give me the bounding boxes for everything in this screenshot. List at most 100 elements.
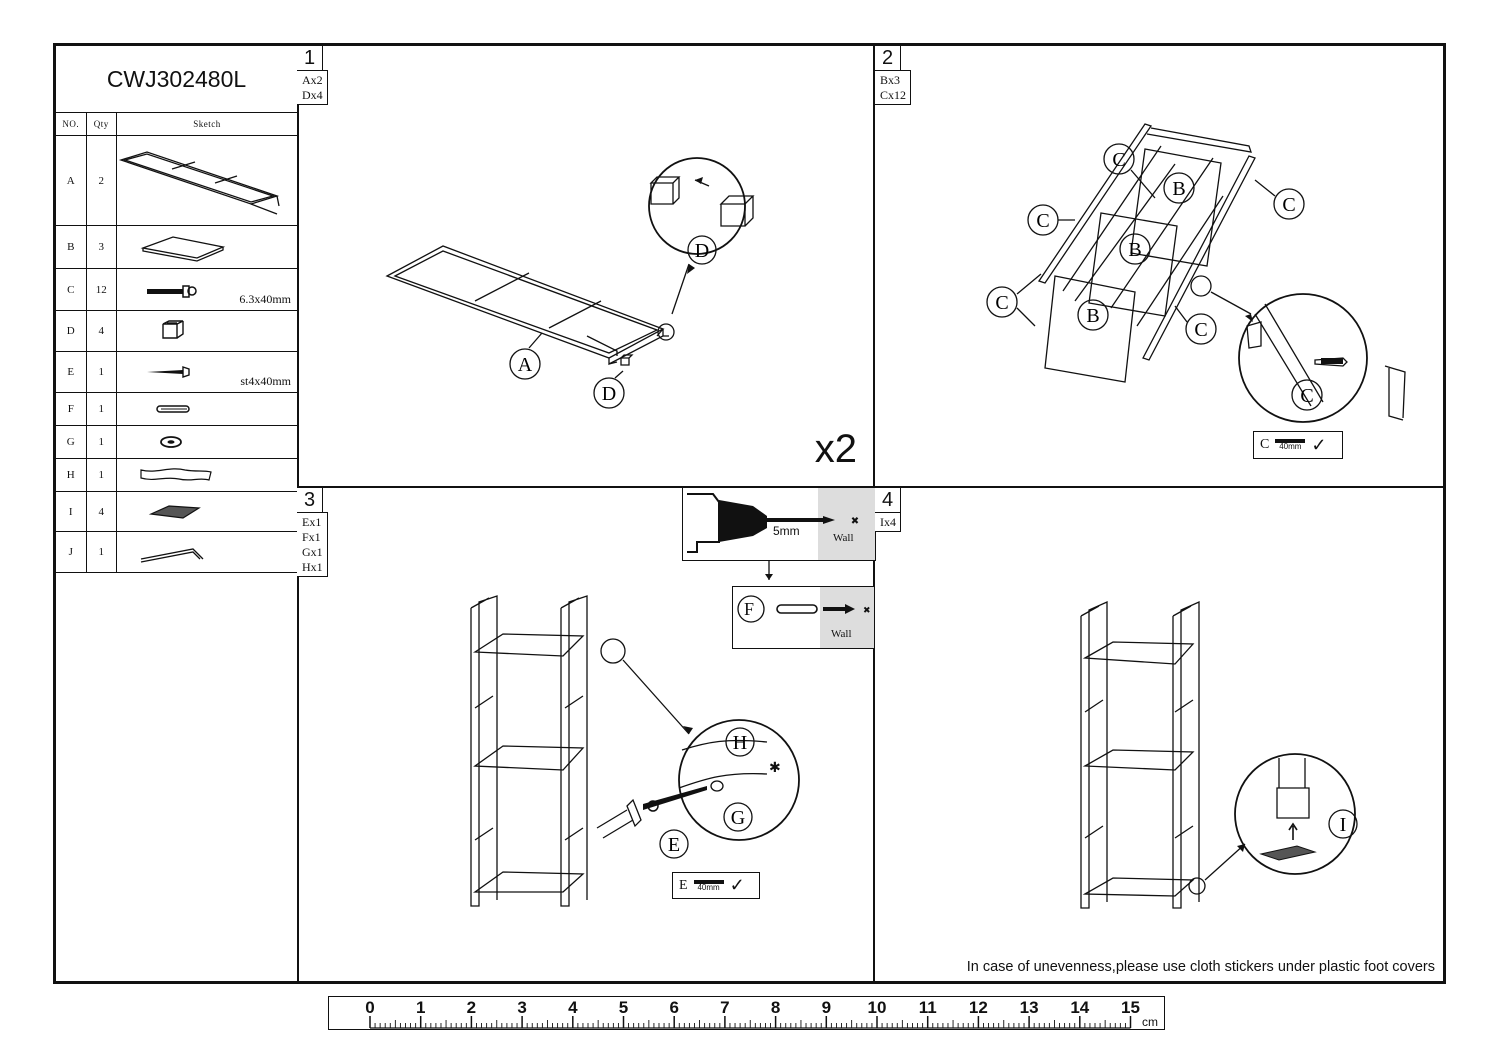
ruler-number: 2 [466,998,477,1017]
part-sketch [116,225,297,269]
svg-text:✖: ✖ [863,605,871,615]
wall-anchor-icon [156,405,190,413]
ruler-number: 9 [821,998,832,1017]
step-part: Ix4 [880,515,896,529]
part-sketch [116,491,297,532]
step-parts-list: Ex1 Fx1 Gx1 Hx1 [297,512,328,577]
drill-size: 5mm [773,524,800,538]
label-c: C [1194,319,1207,341]
step-part: Gx1 [302,545,323,559]
ruler-number: 11 [918,998,937,1017]
step-2-panel: 2 Bx3 Cx12 [875,46,1443,488]
anchor-box: ✖ F Wall [732,586,875,649]
part-no: H [56,458,87,492]
bolt-icon: 40mm [1275,439,1306,451]
step-number: 2 [875,46,901,71]
part-qty: 1 [86,351,118,393]
check-part-label: E [679,877,688,893]
label-a: A [518,354,533,376]
check-size: 40mm [1279,442,1302,451]
part-qty: 12 [86,268,118,311]
check-mark-icon: ✓ [729,875,745,895]
step-2-illustration: B B B C C C C C C [986,123,1406,423]
table-row: D 4 [56,310,297,352]
part-qty: 4 [86,491,118,532]
label-f: F [744,599,755,619]
unevenness-note: In case of unevenness,please use cloth s… [966,959,1435,975]
check-size: 40mm [697,882,720,892]
ruler-number: 3 [517,998,527,1017]
part-qty: 1 [86,458,118,492]
ruler-number: 1 [415,998,426,1017]
part-sketch: st4x40mm [116,351,297,393]
label-c: C [1112,149,1125,171]
label-d: D [602,383,616,405]
part-qty: 2 [86,135,118,226]
allen-key-icon [140,548,204,563]
header-qty: Qty [86,112,118,136]
table-row: C 12 6.3x40mm [56,268,297,311]
part-sketch [116,310,297,352]
wall-anchor-icon: ✖ [737,595,871,623]
frame-ladder-icon [118,150,280,215]
part-no: D [56,310,87,352]
ruler-ticks [369,1016,1132,1029]
step-4-panel: 4 Ix4 I In case of un [875,488,1443,981]
ruler-number: 14 [1070,998,1090,1017]
cloth-sticker-icon [148,504,201,519]
size-check-box: C 40mm ✓ [1253,431,1343,459]
assembly-sheet: CWJ302480L NO. Qty Sketch A 2 [53,43,1446,984]
parts-table: NO. Qty Sketch A 2 [56,112,297,573]
part-sketch: 6.3x40mm [116,268,297,311]
step-3-illustration: ✱ H G E [470,561,800,907]
step-3-panel: 3 Ex1 Fx1 Gx1 Hx1 ✖ 5mm Wall [297,487,876,981]
washer-icon [160,436,182,448]
part-sketch [116,392,297,426]
square-cap-icon [162,320,184,339]
ruler-number: 13 [1019,998,1039,1017]
step-part: Bx3 [880,73,901,87]
label-i: I [1340,814,1347,836]
ruler-number: 6 [669,998,679,1017]
strap-icon [140,468,212,481]
label-g: G [731,807,745,829]
part-no: B [56,225,87,269]
ruler-number: 12 [968,998,988,1017]
step-part: Cx12 [880,88,907,102]
header-sketch: Sketch [116,112,297,136]
label-c: C [1282,194,1295,216]
screw-icon [147,366,190,378]
drill-box: ✖ 5mm Wall [682,487,876,561]
repeat-count: x2 [814,427,857,471]
parts-list: CWJ302480L NO. Qty Sketch A 2 [56,46,299,981]
step-part: Hx1 [302,560,323,574]
part-qty: 3 [86,225,118,269]
step-1-panel: 1 Ax2 Dx4 [297,46,875,488]
model-number: CWJ302480L [56,46,297,113]
ruler-number: 8 [770,998,781,1017]
part-spec: st4x40mm [240,374,291,388]
label-d: D [695,240,709,262]
part-no: J [56,531,87,573]
part-qty: 1 [86,392,118,426]
table-row: I 4 [56,491,297,532]
label-e: E [668,834,680,856]
part-no: C [56,268,87,311]
check-mark-icon: ✓ [1311,434,1327,455]
label-b: B [1172,178,1185,200]
step-part: Ex1 [302,515,322,529]
ruler-number: 5 [618,998,629,1017]
part-sketch [116,135,297,226]
label-h: H [733,732,747,754]
ruler-number: 4 [568,998,578,1017]
table-row: G 1 [56,425,297,459]
parts-table-header: NO. Qty Sketch [56,112,297,136]
step-parts-list: Bx3 Cx12 [875,70,912,105]
wall-label: Wall [833,532,854,544]
ruler-unit: cm [1142,1015,1158,1029]
part-qty: 4 [86,310,118,352]
wall-label: Wall [831,628,852,640]
table-row: J 1 [56,531,297,573]
part-qty: 1 [86,425,118,459]
